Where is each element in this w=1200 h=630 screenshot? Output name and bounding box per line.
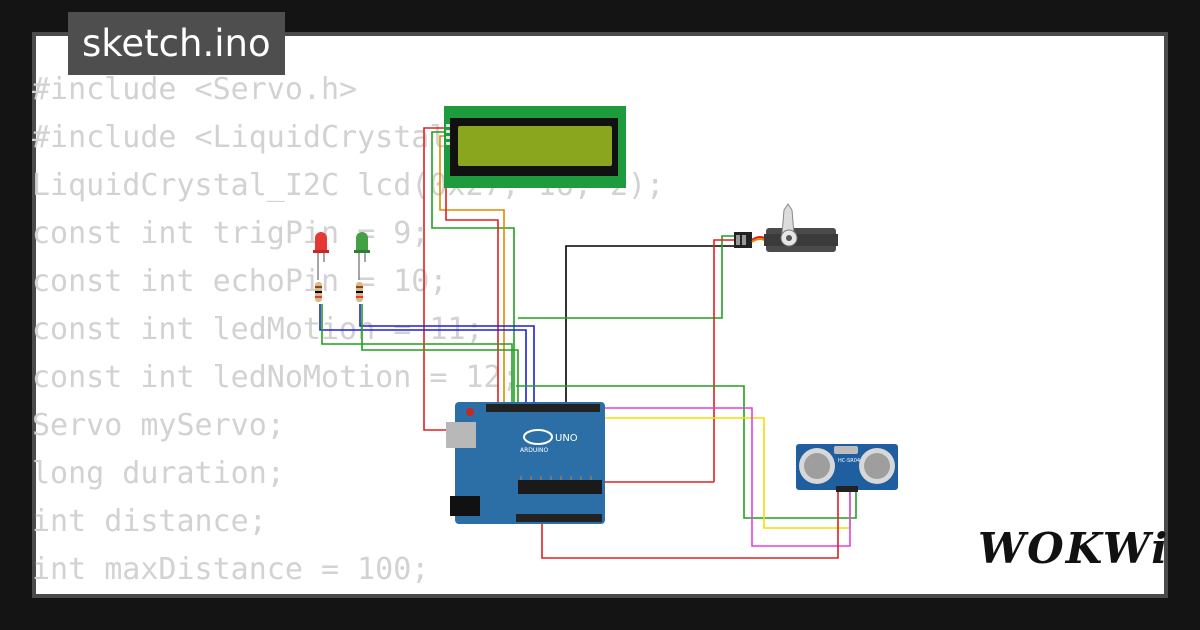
code-line: #include <Servo.h> (32, 72, 358, 107)
ultrasonic-sensor[interactable]: HC-SR04 (796, 444, 898, 492)
code-line: const int ledMotion = 11; (32, 312, 484, 347)
wire-green-led-red (321, 304, 513, 405)
servo-motor[interactable] (734, 203, 838, 252)
arduino-uno[interactable]: UNO ARDUINO (446, 402, 605, 524)
wire-blue-led-green (359, 304, 535, 405)
red-led[interactable] (313, 232, 329, 280)
green-led[interactable] (354, 232, 370, 280)
circuit-diagram: UNO ARDUINO HC-SR04 (313, 106, 898, 559)
code-line: long duration; (32, 456, 285, 491)
wire-red-servo (713, 239, 742, 482)
arduino-brand-label: ARDUINO (520, 447, 549, 454)
code-line: Servo myServo; (32, 408, 285, 443)
wire-blue-led-red (319, 304, 527, 405)
wires (319, 127, 857, 559)
code-line: const int ledNoMotion = 12; (32, 360, 520, 395)
arduino-model-label: UNO (555, 433, 578, 444)
wire-green-sensor (516, 385, 857, 519)
sensor-model-label: HC-SR04 (838, 458, 860, 464)
code-line: const int echoPin = 10; (32, 264, 448, 299)
wire-green-led-green (361, 304, 519, 405)
code-line: int maxDistance = 100; (32, 552, 430, 587)
file-name-tab[interactable]: sketch.ino (68, 12, 285, 75)
wire-magenta-sensor (584, 407, 851, 547)
wire-green-lcd (431, 131, 515, 405)
lcd-display[interactable] (444, 106, 626, 188)
wire-red-sensor (541, 492, 839, 559)
resistor-green-led[interactable] (356, 282, 363, 302)
resistor-red-led[interactable] (315, 282, 322, 302)
wire-green-servo (518, 235, 742, 319)
code-line: int distance; (32, 504, 267, 539)
wire-black-servo (565, 245, 740, 405)
wokwi-logo: WOKWi (978, 524, 1170, 573)
